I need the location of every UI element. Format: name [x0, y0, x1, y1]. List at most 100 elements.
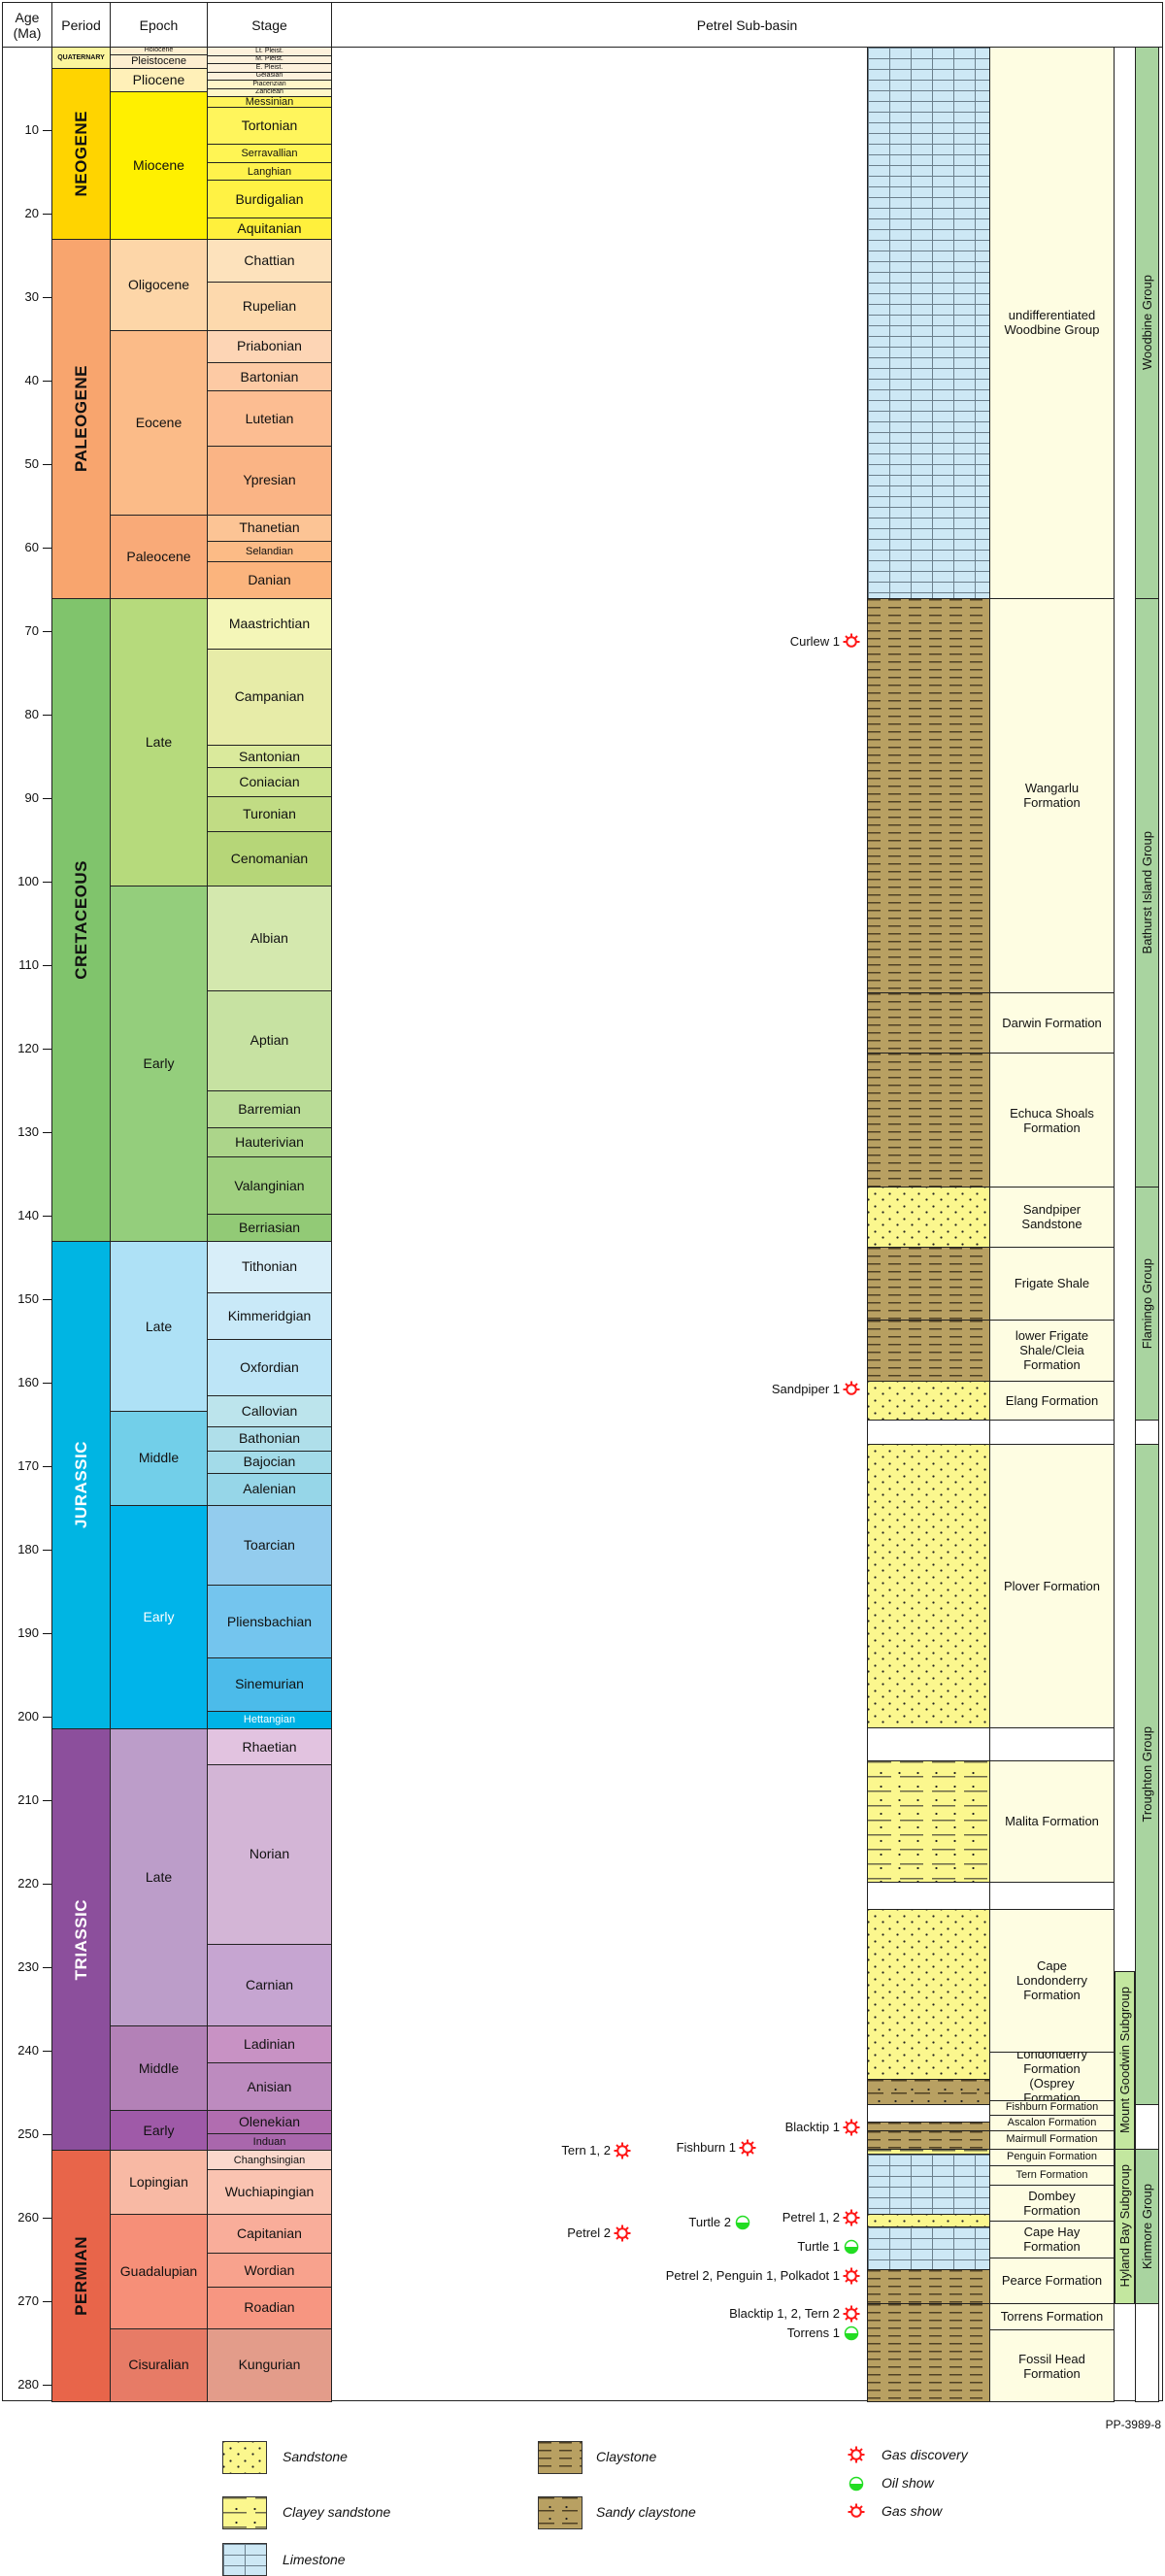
- axis-tick: [43, 2301, 51, 2302]
- legend-clayey-sandstone-label: Clayey sandstone: [283, 2504, 391, 2520]
- epoch-cell: Late: [110, 1240, 208, 1413]
- axis-tick-label: 40: [24, 373, 39, 387]
- stage-label: Ypresian: [243, 472, 296, 488]
- subgroup-cell: Mount Goodwin Subgroup: [1115, 1971, 1135, 2150]
- well-label: Curlew 1: [789, 634, 840, 650]
- epoch-cell: Oligocene: [110, 239, 208, 331]
- axis-tick-label: 240: [17, 2043, 39, 2057]
- oil-show-icon: [843, 2325, 860, 2342]
- formation-label: Fishburn Formation: [1005, 2101, 1099, 2114]
- axis-tick-label: 140: [17, 1208, 39, 1222]
- stage-label: Langhian: [247, 165, 292, 178]
- formation-label: Ascalon Formation: [1007, 2116, 1097, 2128]
- legend-sandy-claystone-label: Sandy claystone: [596, 2504, 696, 2520]
- epoch-cell: Lopingian: [110, 2150, 208, 2215]
- lithology-claystone: [867, 1053, 990, 1188]
- gas-discovery-icon: [848, 2446, 865, 2463]
- formation-cell: Dombey Formation: [989, 2184, 1115, 2222]
- lithology-claystone: [867, 2129, 990, 2150]
- formation-cell: Cape Hay Formation: [989, 2220, 1115, 2259]
- stage-cell: Oxfordian: [207, 1339, 332, 1396]
- epoch-label: Oligocene: [127, 276, 190, 292]
- epoch-cell: Paleocene: [110, 514, 208, 599]
- axis-tick-label: 220: [17, 1876, 39, 1890]
- stage-label: Serravallian: [241, 147, 298, 159]
- lithology-sandstone: [867, 2213, 990, 2227]
- legend-claystone-swatch: [538, 2441, 582, 2474]
- epoch-cell: Early: [110, 1504, 208, 1730]
- epoch-label: Middle: [138, 1450, 180, 1466]
- stage-cell: Valanginian: [207, 1155, 332, 1216]
- axis-tick-label: 50: [24, 456, 39, 471]
- period-label: PALEOGENE: [72, 365, 90, 473]
- stage-cell: Chattian: [207, 239, 332, 283]
- stage-label: Priabonian: [237, 338, 302, 354]
- formation-cell: lower Cape Londonderry Formation (Osprey…: [989, 2051, 1115, 2101]
- axis-tick-label: 180: [17, 1542, 39, 1556]
- axis-tick: [43, 548, 51, 549]
- formation-cell: undifferentiated Woodbine Group: [989, 47, 1115, 599]
- stage-label: Induan: [252, 2136, 286, 2149]
- axis-tick: [43, 965, 51, 966]
- formation-label: lower Cape Londonderry Formation (Osprey…: [1016, 2051, 1087, 2101]
- legend-limestone-swatch: [222, 2543, 267, 2576]
- well-label: Blacktip 1, 2, Tern 2: [729, 2305, 840, 2321]
- formation-cell: lower Frigate Shale/Cleia Formation: [989, 1319, 1115, 1383]
- stage-cell: Callovian: [207, 1394, 332, 1427]
- figure-id: PP-3989-8: [1105, 2418, 1161, 2431]
- axis-tick-label: 160: [17, 1375, 39, 1389]
- epoch-label: Holocene: [144, 47, 174, 54]
- formation-cell: Frigate Shale: [989, 1246, 1115, 1321]
- epoch-cell: Late: [110, 597, 208, 887]
- stage-label: Hettangian: [243, 1714, 296, 1726]
- axis-tick-label: 250: [17, 2126, 39, 2141]
- well-label: Sandpiper 1: [771, 1381, 840, 1396]
- axis-tick: [43, 882, 51, 883]
- gas-discovery-icon: [843, 2267, 860, 2285]
- axis-tick: [43, 1383, 51, 1384]
- formation-cell: Ascalon Formation: [989, 2115, 1115, 2131]
- gas-show-icon: [843, 1381, 860, 1398]
- epoch-cell: Pliocene: [110, 68, 208, 92]
- stage-label: Piacenzian: [252, 80, 286, 87]
- epoch-label: Early: [143, 2122, 175, 2138]
- period-cell: CRETACEOUS: [51, 597, 111, 1242]
- legend-oil-show-label: Oil show: [882, 2475, 934, 2491]
- stage-cell: Albian: [207, 886, 332, 991]
- well-label: Petrel 2: [567, 2225, 611, 2241]
- axis-tick: [43, 2051, 51, 2052]
- stage-label: Valanginian: [234, 1177, 305, 1193]
- lithology-limestone: [867, 2153, 990, 2215]
- legend-gas-discovery-label: Gas discovery: [882, 2447, 968, 2462]
- formation-label: Wangarlu Formation: [1023, 781, 1081, 811]
- formation-cell: Mairmull Formation: [989, 2129, 1115, 2150]
- header-epoch-label: Epoch: [139, 17, 179, 33]
- stage-label: Coniacian: [239, 774, 300, 790]
- period-label: NEOGENE: [72, 111, 90, 197]
- formation-label: Tern Formation: [1015, 2168, 1088, 2181]
- stage-label: Carnian: [245, 1977, 294, 1993]
- gas-discovery-icon: [739, 2139, 756, 2157]
- group-label: Kinmore Group: [1140, 2183, 1154, 2269]
- stage-cell: Santonian: [207, 744, 332, 769]
- formation-cell: [989, 1419, 1115, 1445]
- epoch-label: Late: [145, 1869, 173, 1886]
- header-age: Age (Ma): [2, 2, 52, 48]
- gas-discovery-icon: [843, 2209, 860, 2226]
- stage-cell: Hauterivian: [207, 1126, 332, 1157]
- stage-label: Santonian: [238, 748, 301, 764]
- epoch-label: Early: [143, 1608, 175, 1624]
- period-cell: PALEOGENE: [51, 239, 111, 599]
- axis-tick-label: 230: [17, 1959, 39, 1974]
- lithology-sandstone: [867, 1186, 990, 1248]
- stage-cell: Thanetian: [207, 514, 332, 543]
- period-cell: PERMIAN: [51, 2150, 111, 2403]
- stage-cell: Cenomanian: [207, 830, 332, 887]
- epoch-label: Miocene: [133, 156, 184, 173]
- stage-label: Hauterivian: [235, 1133, 304, 1150]
- stage-label: Lt. Pleist.: [255, 47, 283, 54]
- axis-tick: [43, 1800, 51, 1801]
- legend-sandy-claystone-swatch: [538, 2496, 582, 2529]
- stage-cell: Burdigalian: [207, 180, 332, 218]
